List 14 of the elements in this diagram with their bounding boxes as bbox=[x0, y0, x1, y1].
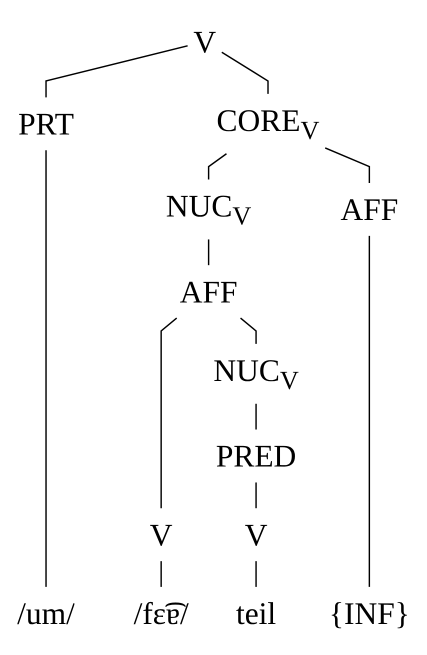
tree-node-label: NUC$_{V}$ bbox=[166, 188, 252, 230]
tree-node-label: CORE$_{V}$ bbox=[216, 102, 320, 144]
tree-node-label: /um/ bbox=[17, 596, 75, 632]
tree-node-label: AFF bbox=[340, 192, 398, 228]
tree-node-label: AFF bbox=[180, 274, 238, 310]
tree-node-label: {INF} bbox=[328, 596, 410, 632]
tree-node-label: /fɛ͡ɐ/ bbox=[134, 596, 189, 632]
tree-node-label: V bbox=[193, 24, 216, 60]
tree-node-label: teil bbox=[236, 596, 276, 632]
tree-node-label: NUC$_{V}$ bbox=[213, 352, 299, 394]
tree-node-label: PRT bbox=[18, 106, 74, 142]
tree-node-label: V bbox=[244, 516, 268, 553]
tree-node-label: V bbox=[150, 516, 173, 553]
tree-node-label: PRED bbox=[216, 438, 296, 474]
